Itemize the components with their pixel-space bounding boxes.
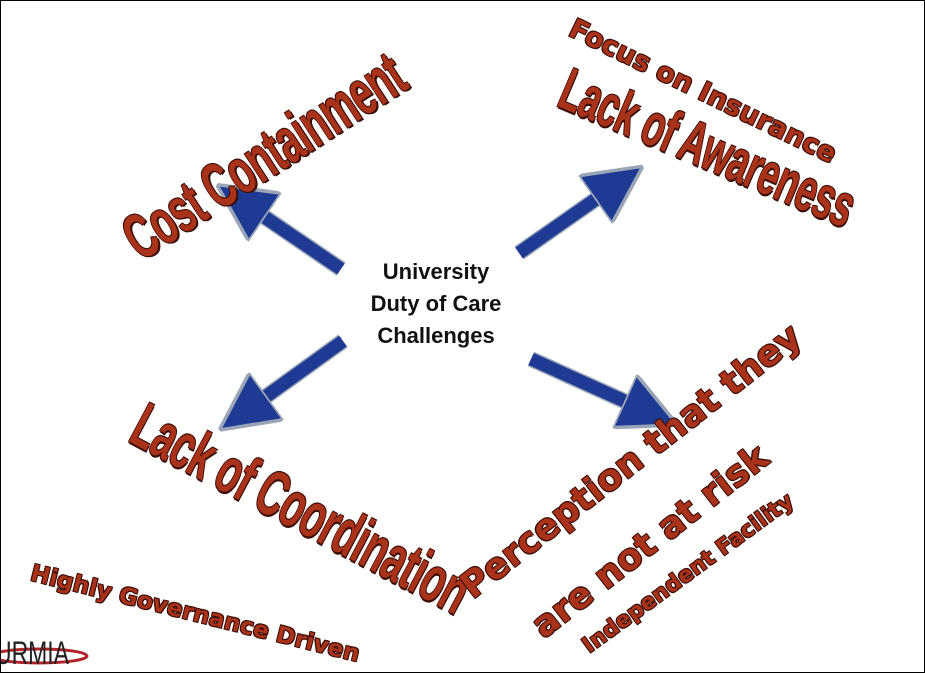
center-line-2: Duty of Care <box>370 291 502 316</box>
arrow-to-perception-fill <box>528 353 651 413</box>
center-line-1: University <box>382 259 490 284</box>
arrow-to-lack-of-coordination-fill <box>243 335 347 413</box>
center-line-3: Challenges <box>377 323 495 348</box>
urmia-logo: URMIA <box>1 635 89 671</box>
urmia-logo-text: URMIA <box>1 635 69 671</box>
arrow-to-lack-of-awareness-fill <box>515 183 619 259</box>
center-topic: University Duty of Care Challenges <box>331 256 541 352</box>
arrow-to-cost-containment-fill <box>241 201 345 275</box>
